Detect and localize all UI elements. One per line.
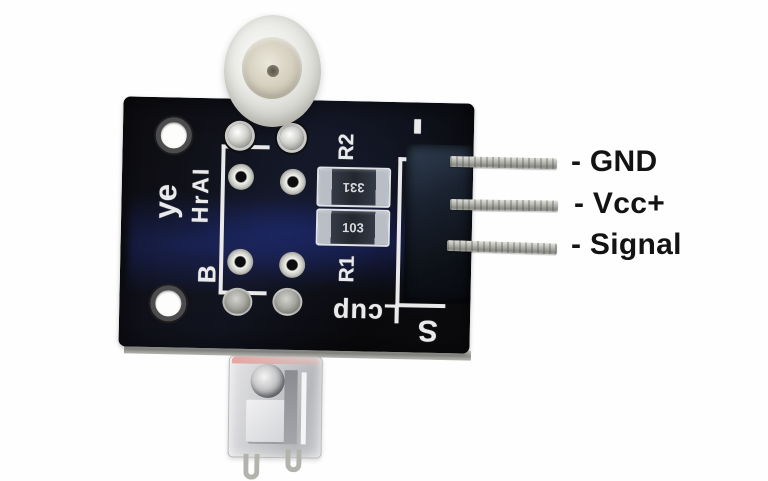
silkscreen-r2-designator: R2 [334,133,359,161]
through-hole-pad [278,251,306,279]
smd-resistor-r2: 331 [316,166,392,208]
silkscreen-text-b: B [193,264,222,284]
led-dome [224,15,321,127]
silkscreen-minus-mark: - [390,116,455,137]
resistor-r1-value: 103 [341,219,364,236]
silkscreen-text-ye: ye [147,183,184,219]
pcb-board: ye HrAI B R2 R1 - S Lcup 331 103 [118,96,475,354]
pin-header-connector [403,144,473,304]
led-die-center [267,65,279,77]
smd-resistor-r1: 103 [315,208,391,247]
pin-vcc [449,199,559,212]
ir-receiver-leg-left [243,453,260,480]
pin-gnd [449,156,558,170]
label-vcc: - Vcc+ [574,187,666,220]
ir-receiver-component [227,355,323,481]
through-hole-pad [279,168,307,196]
mounting-hole-top [155,117,193,154]
mounting-hole-bottom [149,284,187,322]
resistor-r2-value: 331 [342,179,365,195]
ir-receiver-leg-right [285,449,302,473]
silkscreen-r1-designator: R1 [335,255,359,283]
label-signal: - Signal [571,228,682,261]
silkscreen-bottom-word: Lcup [331,297,401,329]
silkscreen-text-column: HrAI [186,166,214,224]
ir-receiver-lead-frame [283,370,298,445]
silkscreen-s-mark: S [417,313,439,347]
ir-receiver-top-tint [231,356,319,365]
ir-receiver-inner-reflection [245,399,287,443]
ir-solder-joint-right [272,287,303,317]
ir-receiver-edge-highlight [300,372,307,445]
ir-solder-joint-left [222,287,253,317]
label-gnd: - GND [571,145,658,178]
led-solder-pad-right [279,125,305,151]
